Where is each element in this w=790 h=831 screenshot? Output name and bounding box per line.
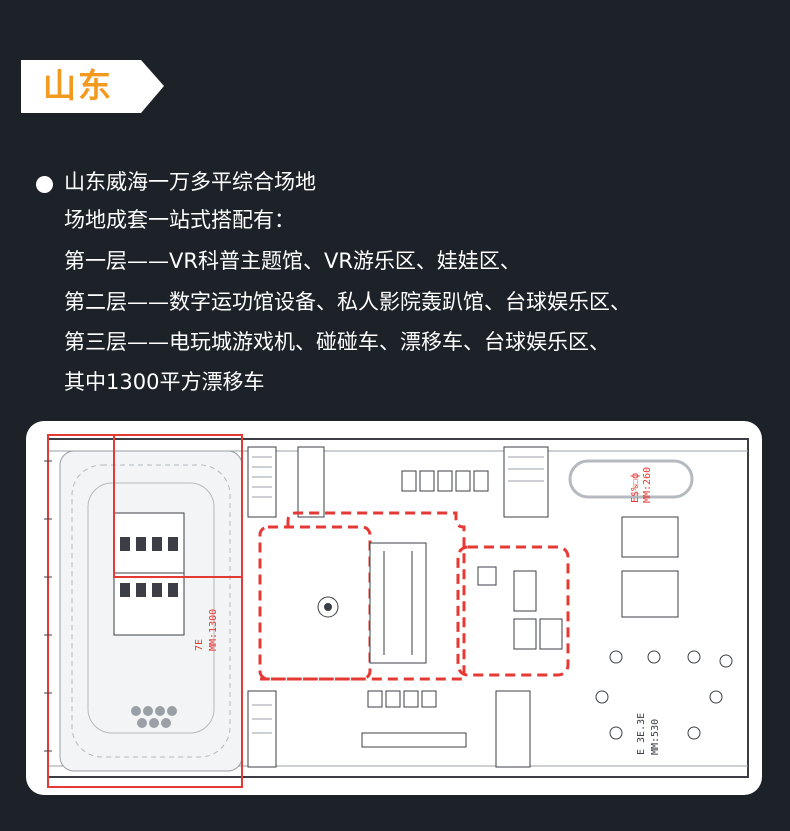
- top-right-area-label: MM:260: [642, 467, 653, 503]
- drift-track: [59, 450, 243, 772]
- region-tag: [21, 60, 164, 113]
- zone-vr: [258, 525, 372, 681]
- zone-code-label: 7E: [194, 639, 205, 651]
- track-lane: [87, 482, 215, 734]
- highlight-frame: [113, 434, 243, 578]
- bottom-right-area-label: MM:530: [650, 719, 661, 755]
- machine-row: [401, 470, 489, 492]
- booth: [113, 572, 185, 636]
- region-title: 山东: [43, 66, 113, 105]
- right-zone-machines: [477, 566, 563, 650]
- stair-treads: [252, 456, 544, 734]
- top-right-code-label: E$%☐ф: [629, 473, 641, 503]
- track-lane: [71, 464, 231, 758]
- bottom-right-code-label: E 3E.3E: [636, 713, 647, 755]
- escalator: [369, 542, 427, 664]
- tire-barrier: [131, 706, 177, 728]
- mini-track: [568, 459, 694, 499]
- desc-line-6: 其中1300平方漂移车: [64, 370, 265, 394]
- zone-right: [456, 545, 570, 677]
- ride-circle: [317, 596, 339, 618]
- stair-core: [247, 446, 549, 768]
- floor-plan-drawing: 7E MM:1300: [44, 434, 749, 788]
- desc-line-1: 山东威海一万多平综合场地: [64, 170, 316, 194]
- car-cluster: [120, 537, 178, 597]
- desc-line-5: 第三层——电玩城游戏机、碰碰车、漂移车、台球娱乐区、: [64, 330, 610, 354]
- zone-center: [260, 511, 466, 681]
- ride-center: [324, 603, 332, 611]
- bullet-icon: [36, 176, 53, 193]
- floor-plan-image: 7E MM:1300: [26, 421, 762, 795]
- desc-line-2: 场地成套一站式搭配有：: [64, 208, 295, 232]
- bottom-machines: [361, 690, 467, 748]
- table-cluster: [595, 650, 733, 740]
- desc-line-4: 第二层——数字运功馆设备、私人影院轰趴馆、台球娱乐区、: [64, 290, 631, 314]
- desc-line-3: 第一层——VR科普主题馆、VR游乐区、娃娃区、: [64, 249, 521, 273]
- right-booths: [621, 516, 679, 618]
- drift-area-label: MM:1300: [208, 609, 219, 651]
- column-ticks: [44, 460, 52, 752]
